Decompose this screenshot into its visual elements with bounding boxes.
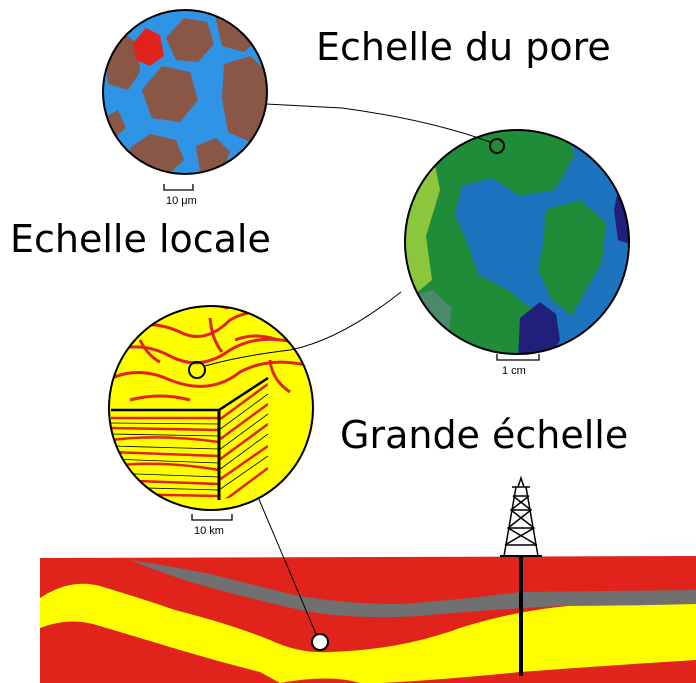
scale-bar-pore: 10 μm bbox=[163, 184, 197, 207]
oil-derrick-icon bbox=[500, 475, 542, 557]
label-local-scale: Echelle locale bbox=[10, 217, 271, 261]
layer-red-lower bbox=[280, 678, 360, 683]
label-pore-scale: Echelle du pore bbox=[316, 25, 611, 69]
scale-bar-grande-label: 10 km bbox=[194, 525, 224, 537]
region-green-tongue bbox=[538, 200, 606, 316]
local-location-marker bbox=[188, 361, 206, 379]
pore-location-marker bbox=[489, 138, 505, 154]
label-grande-scale: Grande échelle bbox=[340, 413, 628, 457]
geological-cross-section bbox=[40, 475, 696, 683]
region-navy-bottom bbox=[518, 302, 560, 354]
scale-bar-local-label: 1 cm bbox=[502, 365, 526, 377]
scale-bar-local: 1 cm bbox=[496, 354, 540, 377]
layer-red-lens bbox=[40, 621, 280, 683]
connector-grande bbox=[257, 496, 317, 635]
grande-location-marker bbox=[311, 633, 329, 651]
grain bbox=[222, 56, 267, 142]
grain bbox=[166, 18, 214, 62]
grain bbox=[196, 138, 230, 172]
scale-bar-grande: 10 km bbox=[191, 514, 233, 537]
scale-bar-pore-label: 10 μm bbox=[166, 195, 197, 207]
local-scale-view: 1 cm bbox=[404, 129, 630, 377]
pore-scale-view: 10 μm bbox=[102, 9, 268, 207]
layer-grey bbox=[130, 560, 696, 618]
grain-highlight bbox=[133, 28, 164, 66]
grain bbox=[142, 66, 198, 122]
connector-local bbox=[204, 291, 402, 367]
connector-pore bbox=[265, 103, 491, 143]
grande-scale-view: 10 km bbox=[108, 305, 314, 537]
